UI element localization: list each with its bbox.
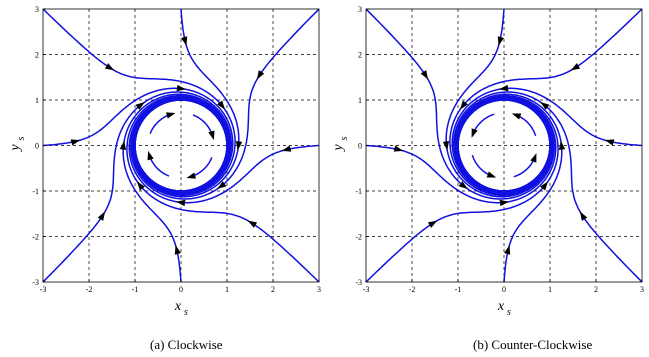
arrowhead xyxy=(217,100,226,110)
arrowhead xyxy=(442,141,450,151)
x-tick-label: 0 xyxy=(179,285,183,294)
arrowhead xyxy=(393,145,404,152)
x-tick-label: 3 xyxy=(640,285,644,294)
arrowhead xyxy=(70,139,81,146)
arrowhead xyxy=(217,181,227,190)
grid xyxy=(43,9,319,282)
x-tick-label: 0 xyxy=(502,285,506,294)
trajectories xyxy=(366,9,642,282)
x-tick-label: -2 xyxy=(409,285,416,294)
arrowhead xyxy=(499,199,509,207)
x-axis-label-subscript: s xyxy=(184,307,188,318)
x-tick-label: 2 xyxy=(594,285,598,294)
arrowhead xyxy=(497,36,504,46)
arrowhead xyxy=(458,181,468,190)
y-tick-label: 2 xyxy=(35,51,39,60)
arrowhead xyxy=(208,130,215,141)
y-tick-label: 1 xyxy=(358,96,362,105)
arrowhead xyxy=(471,128,478,138)
trajectory-7 xyxy=(452,91,642,282)
x-tick-label: 2 xyxy=(271,285,275,294)
x-tick-label: 1 xyxy=(548,285,552,294)
grid xyxy=(366,9,642,282)
arrowheads xyxy=(393,36,615,255)
y-tick-label: -1 xyxy=(355,187,362,196)
x-axis-label-subscript: s xyxy=(507,307,511,318)
arrowhead xyxy=(511,113,522,120)
arrowhead xyxy=(104,63,115,71)
arrowheads xyxy=(70,36,292,255)
y-tick-label: 0 xyxy=(358,142,362,151)
arrowhead xyxy=(247,220,258,228)
arrowhead xyxy=(486,171,497,178)
arrowhead xyxy=(504,245,511,255)
y-axis-label: y xyxy=(331,144,346,153)
arrowhead xyxy=(136,181,145,191)
arrowhead xyxy=(256,70,265,80)
x-tick-label: 3 xyxy=(317,285,321,294)
arrowhead xyxy=(427,220,438,228)
x-tick-label: -2 xyxy=(86,285,93,294)
arrowhead xyxy=(281,145,292,152)
arrowhead xyxy=(97,211,106,221)
arrowhead xyxy=(176,84,186,92)
y-tick-label: 3 xyxy=(358,5,362,14)
x-axis-label: x xyxy=(497,299,505,314)
y-tick-label: 2 xyxy=(358,51,362,60)
x-tick-label: -3 xyxy=(363,285,370,294)
arrowhead xyxy=(570,63,581,71)
arrowhead xyxy=(420,70,429,80)
y-axis-label: y xyxy=(8,144,23,153)
y-tick-label: -3 xyxy=(355,278,362,287)
y-tick-label: 0 xyxy=(35,142,39,151)
arrowhead xyxy=(540,181,549,191)
arrowhead xyxy=(459,100,468,110)
trajectory-7 xyxy=(126,95,319,282)
panel-caption: (a) Clockwise xyxy=(150,337,223,352)
arrowhead xyxy=(186,172,196,179)
arrowhead xyxy=(530,153,537,163)
arrowhead xyxy=(166,112,176,119)
arrowhead xyxy=(147,150,154,161)
arrowhead xyxy=(540,101,550,110)
x-tick-label: -1 xyxy=(455,285,462,294)
arrowhead xyxy=(119,140,127,150)
arrowhead xyxy=(135,101,145,110)
y-axis-label-subscript: s xyxy=(339,137,350,141)
x-tick-label: -1 xyxy=(132,285,139,294)
trajectories xyxy=(43,9,319,282)
arrowhead xyxy=(176,199,186,207)
panel-caption: (b) Counter-Clockwise xyxy=(473,337,592,352)
arrowhead xyxy=(604,139,615,146)
y-tick-label: -2 xyxy=(355,233,362,242)
arrowhead xyxy=(235,141,243,151)
y-tick-label: -2 xyxy=(32,233,39,242)
y-axis-label-subscript: s xyxy=(16,137,27,141)
y-tick-label: -1 xyxy=(32,187,39,196)
y-tick-label: -3 xyxy=(32,278,39,287)
arrowhead xyxy=(499,84,509,92)
x-tick-label: -3 xyxy=(40,285,47,294)
y-tick-label: 3 xyxy=(35,5,39,14)
arrowhead xyxy=(558,140,566,150)
y-tick-label: 1 xyxy=(35,96,39,105)
arrowhead xyxy=(174,245,181,255)
x-tick-label: 1 xyxy=(225,285,229,294)
arrowhead xyxy=(579,211,588,221)
arrowhead xyxy=(181,36,188,46)
x-axis-label: x xyxy=(174,299,182,314)
